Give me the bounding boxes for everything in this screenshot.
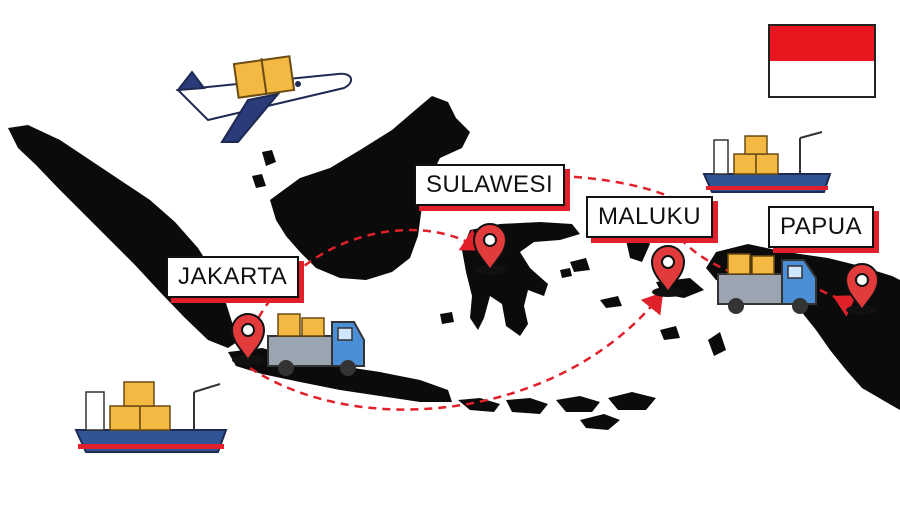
maluku-location-pin-icon <box>651 245 685 298</box>
delivery-truck-icon <box>267 313 365 376</box>
kalimantan-island <box>270 96 470 280</box>
papua-label: PAPUA <box>768 206 875 248</box>
jakarta-label: JAKARTA <box>166 256 300 298</box>
airplane-icon <box>175 55 353 143</box>
route-maluku-papua <box>679 237 731 274</box>
route-truck-papua <box>819 288 857 317</box>
cargo-ship-icon <box>702 131 832 193</box>
delivery-truck-icon <box>717 253 817 314</box>
indonesia-flag-icon <box>768 24 876 98</box>
route-jakarta-maluku <box>249 292 664 411</box>
sumatra-island <box>8 125 240 348</box>
cargo-ship-icon <box>74 381 228 453</box>
maluku-islands <box>570 232 726 356</box>
route-jakarta-sulawesi <box>250 228 483 331</box>
maluku-label: MALUKU <box>586 196 714 238</box>
sulawesi-label: SULAWESI <box>414 164 566 206</box>
papua-location-pin-icon <box>845 263 879 316</box>
nusa-tenggara-islands <box>458 392 656 430</box>
sulawesi-location-pin-icon <box>473 223 507 276</box>
jakarta-location-pin-icon <box>231 313 265 366</box>
